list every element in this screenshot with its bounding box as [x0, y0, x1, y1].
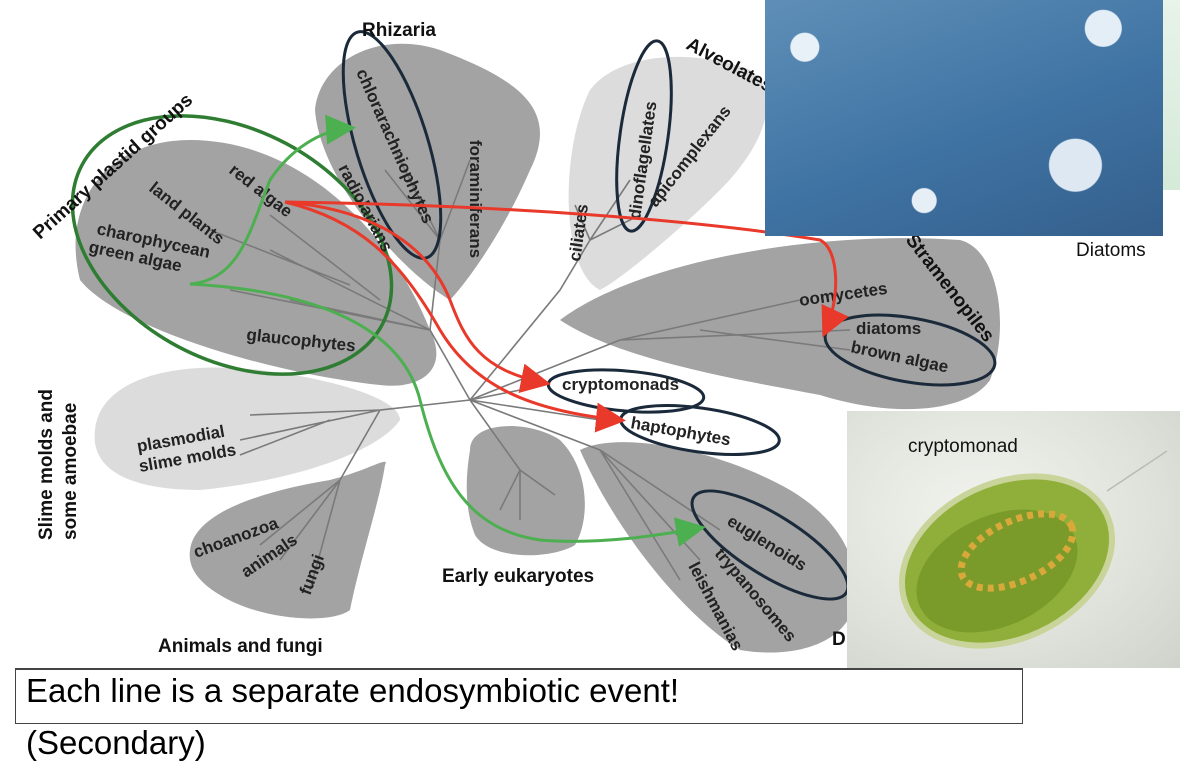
cryptomonad-caption: cryptomonad — [908, 436, 1018, 457]
group-early-eukaryotes: Early eukaryotes — [442, 566, 594, 587]
clade-animals-fungi — [189, 461, 386, 619]
caption-sub: (Secondary) — [26, 724, 206, 761]
caption-main: Each line is a separate endosymbiotic ev… — [26, 672, 680, 709]
background-tint — [1163, 0, 1180, 190]
cryptomonad-photo — [847, 411, 1180, 668]
cryptomonad-cell — [898, 450, 1168, 649]
clade-slime-molds — [94, 367, 401, 490]
clade-discicristates — [580, 442, 856, 653]
group-animals-fungi: Animals and fungi — [158, 636, 323, 657]
clade-stramenopiles — [560, 238, 1000, 410]
group-slime-molds: Slime molds and — [36, 389, 57, 540]
caption-box — [15, 668, 1023, 724]
red-arrows — [284, 200, 849, 433]
taxon-cryptomonads: cryptomonads — [562, 375, 679, 394]
clade-rhizaria — [315, 43, 540, 300]
diatoms-caption: Diatoms — [1076, 240, 1146, 261]
taxon-foraminiferans: foraminiferans — [466, 140, 485, 258]
taxon-diatoms: diatoms — [856, 319, 921, 338]
primary-plastid-ring — [70, 114, 394, 376]
clade-early-eukaryotes — [466, 426, 585, 556]
group-slime-molds-2: some amoebae — [60, 403, 81, 540]
phylogeny-diagram: Rhizaria Alveolates Stramenopiles Primar… — [29, 20, 1000, 657]
green-arrows — [189, 114, 706, 547]
highlight-rings — [341, 30, 997, 601]
diatoms-photo — [765, 0, 1163, 236]
clade-primary-plastid — [75, 140, 437, 386]
clade-alveolates — [568, 56, 767, 290]
group-rhizaria: Rhizaria — [362, 20, 436, 41]
group-discicristates: D — [832, 629, 846, 650]
